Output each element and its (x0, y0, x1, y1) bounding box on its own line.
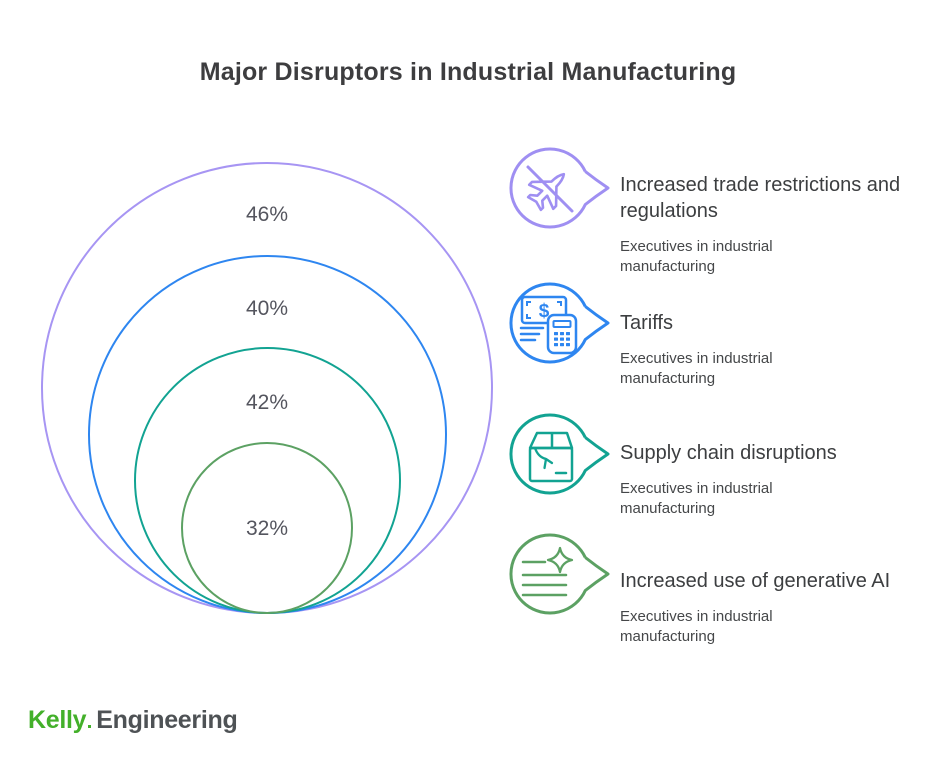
percent-label-tariffs: 40% (245, 297, 289, 320)
brand-kelly-text: Kelly (28, 706, 87, 734)
circle-generative-ai (181, 442, 353, 614)
brand-dot (88, 725, 92, 728)
legend-label: Supply chain disruptions (620, 442, 837, 464)
damaged-box-icon (508, 412, 612, 496)
legend-sublabel: Executives in industrial manufacturing (620, 608, 773, 645)
legend-item-supply-chain: Supply chain disruptions Executives in i… (508, 412, 910, 519)
legend-sublabel: Executives in industrial manufacturing (620, 238, 773, 275)
money-calculator-icon: $ (508, 281, 612, 365)
legend-sublabel: Executives in industrial manufacturing (620, 480, 773, 517)
legend-item-tariffs: $ Tariffs Executives in industrial manuf… (508, 281, 910, 389)
percent-label-trade-restrictions: 46% (245, 203, 289, 226)
no-plane-icon (508, 146, 612, 230)
percent-label-supply-chain: 42% (245, 391, 289, 414)
legend-label: Increased use of generative AI (620, 570, 891, 592)
brand-logo: Kelly Engineering (28, 706, 238, 735)
legend-item-generative-ai: Increased use of generative AI Executive… (508, 532, 910, 647)
legend-label: Increased trade restrictions and regulat… (620, 174, 901, 222)
sparkle-text-icon (508, 532, 612, 616)
legend-sublabel: Executives in industrial manufacturing (620, 350, 773, 387)
legend-item-trade-restrictions: Increased trade restrictions and regulat… (508, 146, 910, 277)
legend-label: Tariffs (620, 312, 673, 334)
percent-label-generative-ai: 32% (245, 517, 289, 540)
page-title: Major Disruptors in Industrial Manufactu… (199, 58, 737, 86)
brand-engineering-text: Engineering (96, 706, 238, 734)
svg-text:$: $ (539, 301, 550, 322)
